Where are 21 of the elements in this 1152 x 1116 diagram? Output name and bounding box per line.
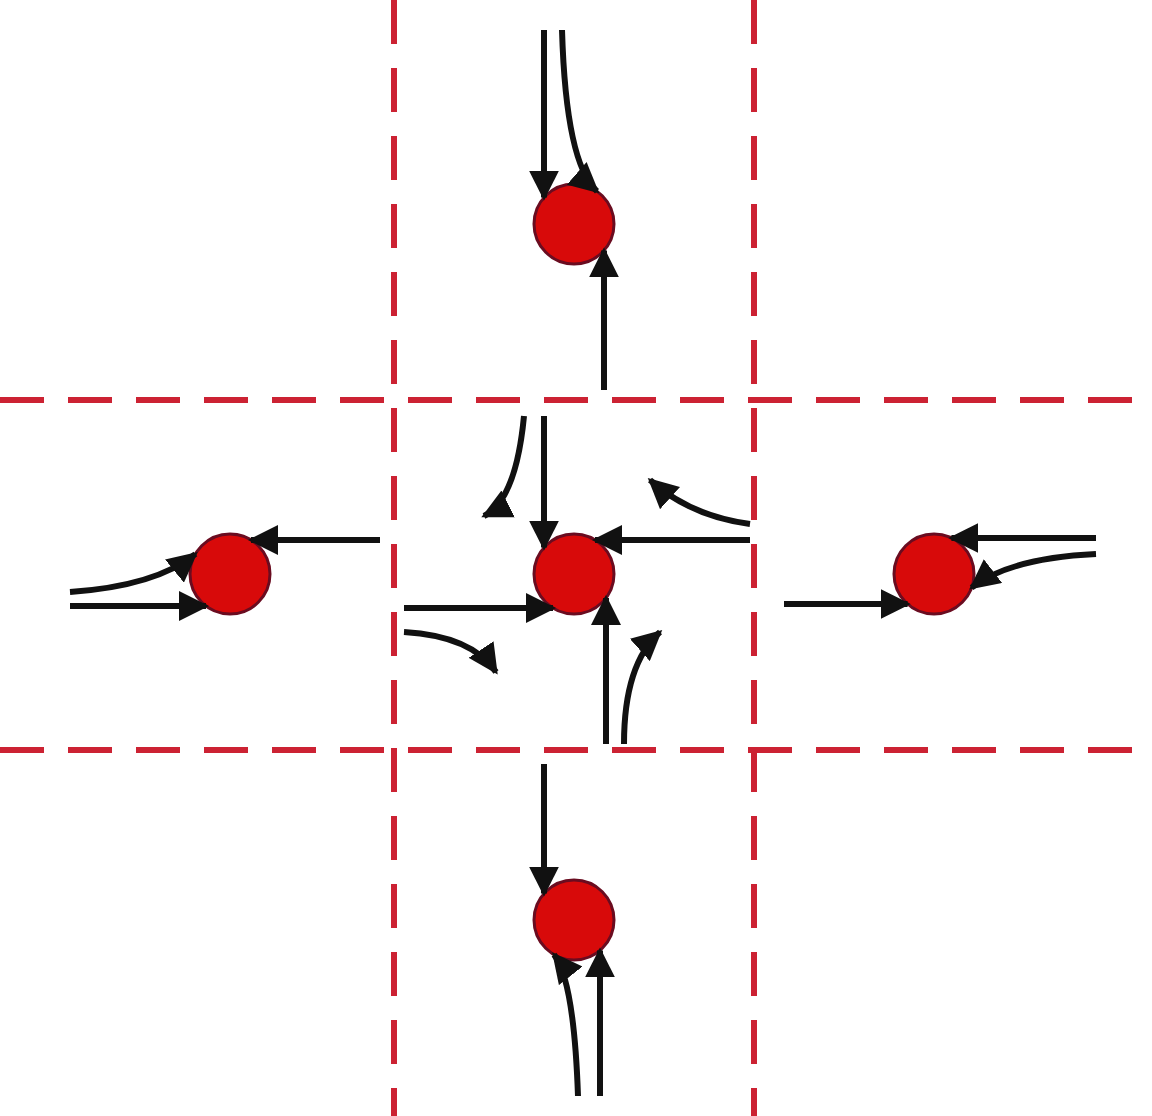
circle-marker: [188, 532, 272, 616]
arrow: [591, 595, 621, 744]
arrow: [592, 525, 750, 555]
circle-marker: [532, 878, 616, 962]
arrow: [404, 593, 556, 623]
arrow: [784, 589, 911, 619]
circle-marker: [532, 182, 616, 266]
circle-marker: [892, 532, 976, 616]
arrow: [529, 416, 559, 551]
circle-marker: [532, 532, 616, 616]
arrow: [70, 591, 209, 621]
arrow: [529, 30, 559, 201]
arrow: [948, 523, 1096, 553]
arrow: [559, 29, 600, 194]
arrow: [248, 525, 380, 555]
arrow: [969, 551, 1097, 591]
arrow: [589, 247, 619, 390]
arrow: [585, 947, 615, 1096]
arrow: [529, 764, 559, 897]
arrow: [69, 551, 198, 595]
arrow: [551, 952, 582, 1097]
